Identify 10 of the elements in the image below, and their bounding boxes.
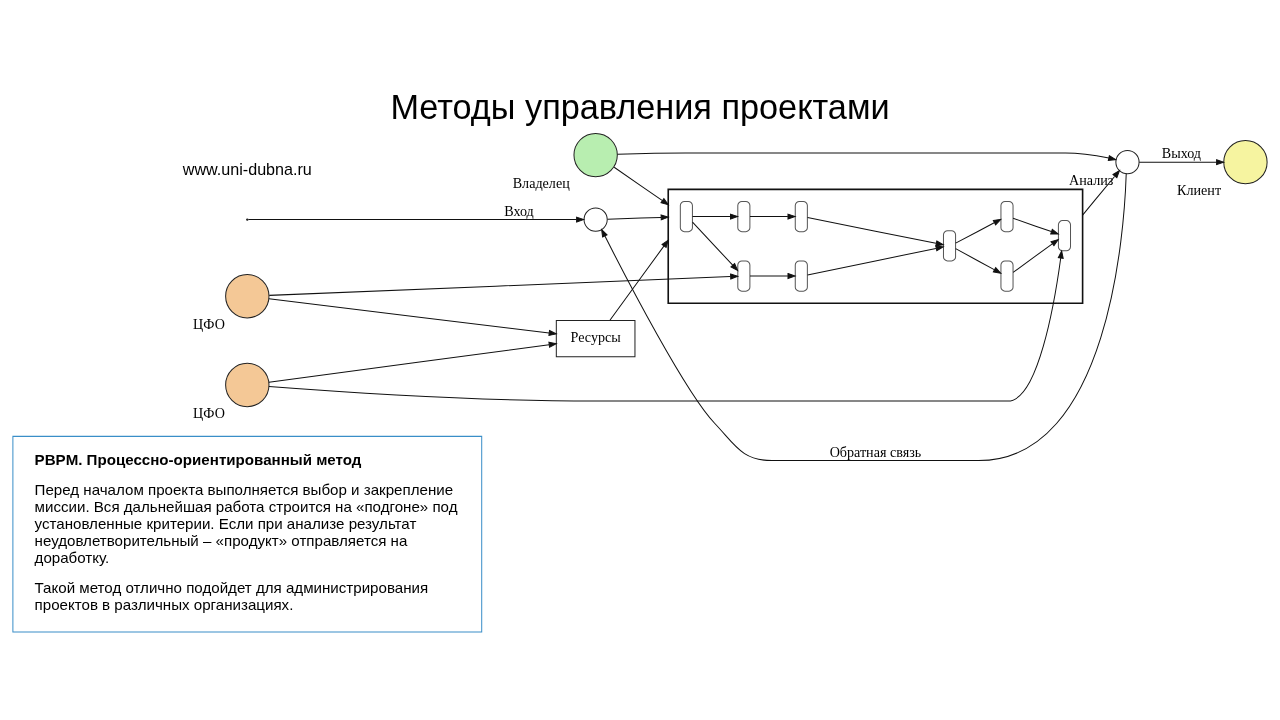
diagram-title: Методы управления проектами xyxy=(390,88,890,127)
node-label: Анализ xyxy=(1069,172,1114,189)
edge-label: Вход xyxy=(504,202,534,219)
edge-label: Выход xyxy=(1161,145,1202,162)
node-label: ЦФО xyxy=(193,316,225,333)
label: www.uni-dubna.ru xyxy=(182,160,312,179)
node-label: Клиент xyxy=(1177,182,1222,199)
node-label: Владелец xyxy=(512,175,570,192)
edge-label: Обратная связь xyxy=(829,443,922,460)
node-label: ЦФО xyxy=(193,404,225,421)
